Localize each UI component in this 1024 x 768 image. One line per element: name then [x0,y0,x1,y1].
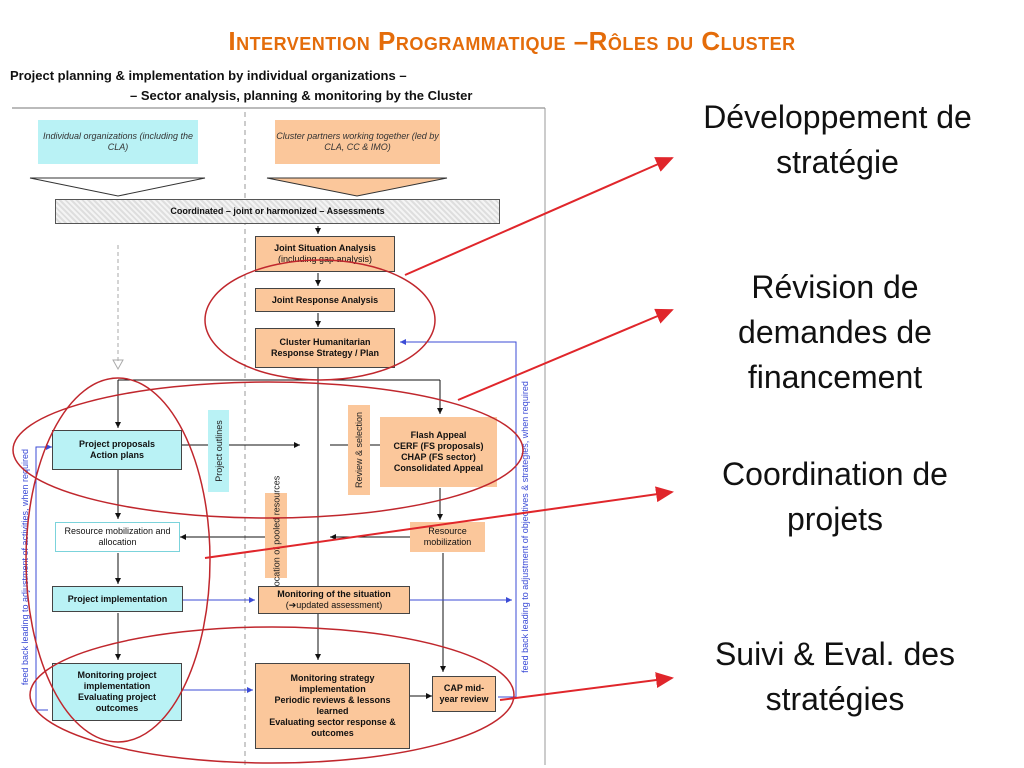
arrow-strategy [404,157,674,276]
role-funding-review: Révision de demandes de financement [738,269,932,395]
monitoring-strategy-box: Monitoring strategy implementation Perio… [255,663,410,749]
monitoring-project-box: Monitoring project implementation Evalua… [52,663,182,721]
monitoring-situation-label: Monitoring of the situation [277,589,391,599]
role-strategy-evaluation: Suivi & Eval. des stratégies [714,636,956,717]
subtitle-line-1: Project planning & implementation by ind… [10,68,407,83]
chap-label: CHAP (FS sector) [401,452,476,462]
cerf-label: CERF (FS proposals) [393,441,484,451]
flash-appeal-box: Flash Appeal CERF (FS proposals) CHAP (F… [380,417,497,487]
monitoring-project-label: Monitoring project implementation [77,670,157,691]
joint-situation-sublabel: (including gap analysis) [277,254,373,264]
arrow-funding [457,308,674,401]
consolidated-appeal-label: Consolidated Appeal [393,463,484,473]
strategy-ellipse [204,259,436,381]
project-implementation-box: Project implementation [52,586,183,612]
monitoring-situation-sublabel: (➔updated assessment) [285,600,383,610]
slide-title: Intervention Programmatique –Rôles du Cl… [228,26,796,56]
flash-appeal-label: Flash Appeal [410,430,467,440]
resource-mob-allocation-box: Resource mobilization and allocation [55,522,180,552]
assessments-box: Coordinated – joint or harmonized – Asse… [55,199,500,224]
cluster-strategy-box: Cluster Humanitarian Response Strategy /… [255,328,395,368]
joint-response-box: Joint Response Analysis [255,288,395,312]
individual-organizations-box: Individual organizations (including the … [38,120,198,164]
joint-situation-label: Joint Situation Analysis [274,243,376,253]
monitoring-situation-box: Monitoring of the situation (➔updated as… [258,586,410,614]
arrow-projects [204,486,674,559]
monitoring-strategy-label: Monitoring strategy implementation [290,673,375,694]
allocation-pooled-box: Allocation of pooled resources [265,475,287,596]
evaluation-ellipse [29,626,515,764]
project-proposals-box: Project proposals Action plans [52,430,182,470]
projects-ellipse [25,377,211,743]
project-outlines-box: Project outlines [208,410,229,492]
evaluating-project-label: Evaluating project outcomes [77,692,157,713]
cap-review-box: CAP mid-year review [432,676,496,712]
evaluating-sector-label: Evaluating sector response & outcomes [269,717,396,738]
cluster-partners-box: Cluster partners working together (led b… [275,120,440,164]
role-project-coordination: Coordination de projets [722,456,948,537]
subtitle-line-2: – Sector analysis, planning & monitoring… [130,88,473,103]
periodic-reviews-label: Periodic reviews & lessons learned [274,695,391,716]
arrow-evaluation [499,672,674,701]
funding-ellipse [12,381,524,519]
role-strategy-development: Développement de stratégie [703,99,972,180]
review-selection-box: Review & selection [348,405,370,495]
